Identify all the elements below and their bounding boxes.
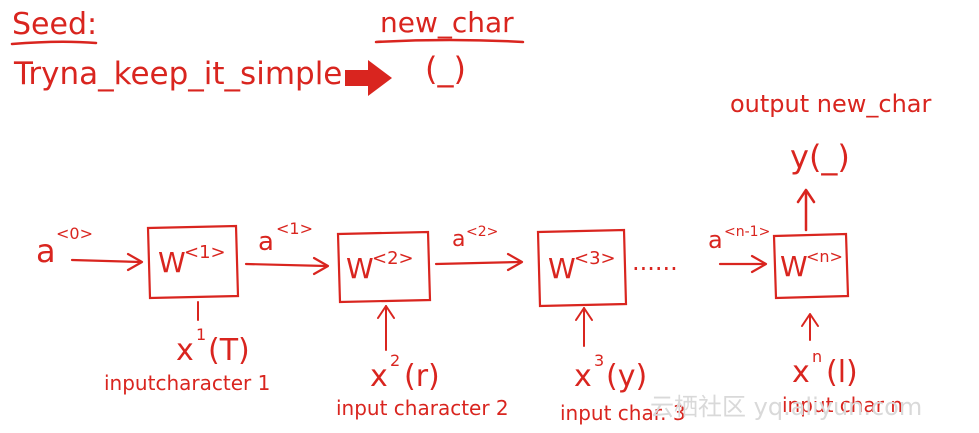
cell-3-caption: input char. 3 xyxy=(560,401,686,425)
arrow-a0-head xyxy=(126,252,144,272)
an1-sup: <n-1> xyxy=(724,224,770,240)
big-arrow-icon xyxy=(345,60,392,96)
cell-n-w: W xyxy=(780,250,808,283)
an1-letter: a xyxy=(708,226,723,254)
seed-label: Seed: xyxy=(12,7,97,42)
arrow-a0 xyxy=(70,258,142,264)
cell-n-x-val: (l) xyxy=(826,355,858,390)
a0-sup: <0> xyxy=(56,224,93,243)
cell-n-caption: input char n xyxy=(782,393,903,417)
output-label: output new_char xyxy=(730,90,932,118)
ellipsis: ...... xyxy=(632,248,678,276)
a1-letter: a xyxy=(258,227,274,257)
arrow-a1-head xyxy=(312,256,330,276)
cell-1-x-val: (T) xyxy=(208,333,250,368)
cell-n-w-sup: <n> xyxy=(806,247,843,266)
cell-2-box xyxy=(336,230,432,304)
cell-3-x: x xyxy=(574,359,592,394)
cell-2-input-arrow-head xyxy=(377,305,395,319)
output-arrow-head xyxy=(796,188,816,204)
new-char-label: new_char xyxy=(380,6,514,39)
arrow-a1 xyxy=(244,262,328,268)
cell-n-box xyxy=(772,232,850,300)
arrow-a2-head xyxy=(506,252,524,272)
cell-1-x: x xyxy=(176,333,194,368)
cell-2-x: x xyxy=(370,359,388,394)
a0-letter: a xyxy=(36,232,56,270)
cell-3-input-arrow-head xyxy=(575,307,593,321)
cell-2-w-sup: <2> xyxy=(372,248,414,269)
cell-3-x-sup: 3 xyxy=(594,351,604,370)
new-char-value: (_) xyxy=(425,50,466,88)
cell-1-x-sup: 1 xyxy=(196,325,206,344)
cell-n-input-arrow-head xyxy=(801,313,819,327)
cell-1-w: W xyxy=(158,246,186,279)
seed-underline xyxy=(10,40,98,46)
cell-1-caption: inputcharacter 1 xyxy=(104,371,270,395)
cell-n-x-sup: n xyxy=(812,347,822,366)
a2-letter: a xyxy=(452,227,465,252)
cell-n-x: x xyxy=(792,355,810,390)
cell-3-w-sup: <3> xyxy=(574,248,616,269)
cell-3-x-val: (y) xyxy=(606,359,647,394)
seed-text: Tryna_keep_it_simple xyxy=(13,56,342,92)
cell-2-w: W xyxy=(346,252,374,285)
cell-2-x-sup: 2 xyxy=(390,351,400,370)
cell-1-w-sup: <1> xyxy=(184,242,226,263)
cell-2-x-val: (r) xyxy=(404,359,440,394)
arrow-dots-head xyxy=(750,254,768,274)
cell-3-w: W xyxy=(548,252,576,285)
cell-2-caption: input character 2 xyxy=(336,396,509,420)
arrow-a2 xyxy=(434,260,522,266)
output-y: y(_) xyxy=(790,138,850,176)
a1-sup: <1> xyxy=(276,219,313,238)
watermark: 云栖社区 yq.aliyun.com xyxy=(650,393,922,421)
cell-3-box xyxy=(536,228,628,308)
new-char-underline xyxy=(374,38,525,44)
a2-sup: <2> xyxy=(466,224,498,240)
cell-1-box xyxy=(146,224,240,300)
